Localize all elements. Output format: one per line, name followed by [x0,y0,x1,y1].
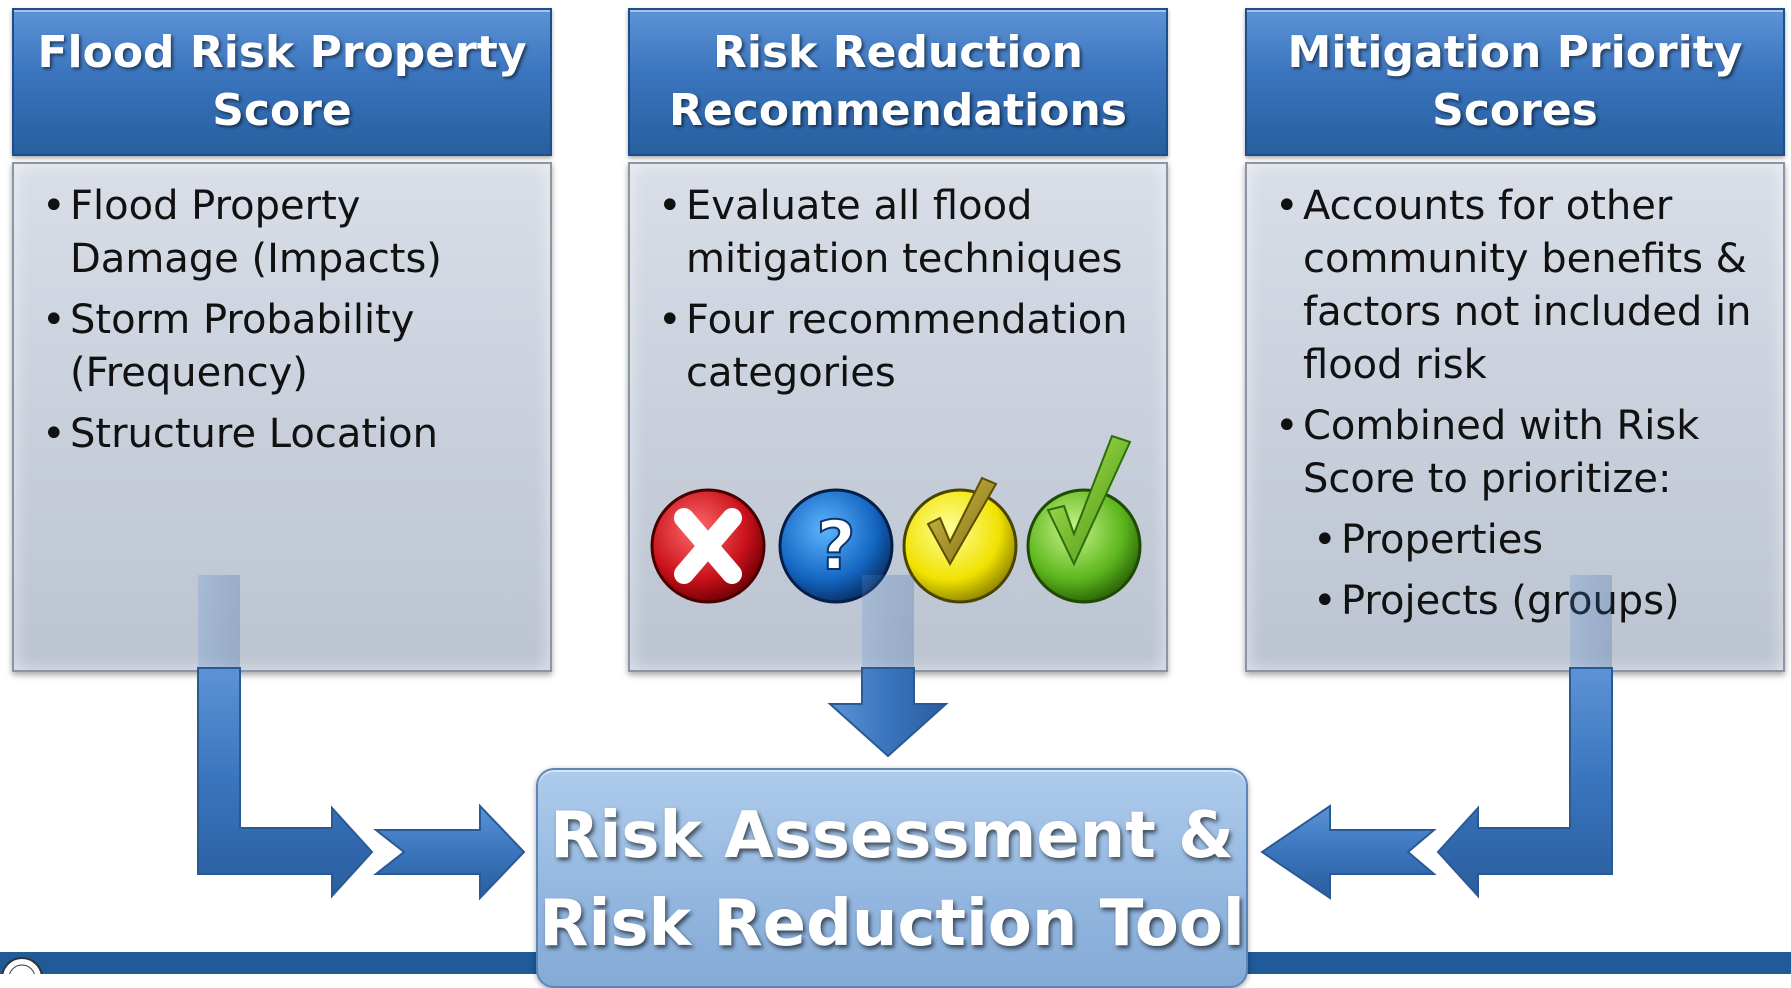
yellow-check-icon [902,476,1018,604]
x-icon [650,488,766,604]
title-mitigation-priority: Mitigation Priority Scores [1287,27,1743,136]
bullet-community-benefits: Accounts for other community benefits & … [1271,180,1765,392]
bullet-four-categories: Four recommendation categories [654,294,1148,400]
column-mitigation-priority: Mitigation Priority Scores Accounts for … [1245,8,1785,672]
header-risk-reduction: Risk Reduction Recommendations [628,8,1168,156]
bullet-structure-location: Structure Location [38,408,532,461]
title-flood-risk: Flood Risk Property Score [37,27,527,136]
bullet-storm-probability: Storm Probability (Frequency) [38,294,532,400]
bullet-flood-damage: Flood Property Damage (Impacts) [38,180,532,286]
column-flood-risk: Flood Risk Property Score Flood Property… [12,8,552,672]
left-elbow-arrow [197,575,374,899]
right-elbow-arrow [1436,575,1613,899]
sub-bullet-projects: Projects (groups) [1271,575,1765,628]
risk-tool-box: Risk Assessment & Risk Reduction Tool [536,768,1248,988]
center-down-arrow [827,575,949,758]
title-risk-reduction: Risk Reduction Recommendations [669,27,1127,136]
bullet-combined-risk-score: Combined with Risk Score to prioritize: [1271,400,1765,506]
county-seal-logo [0,952,44,974]
header-flood-risk: Flood Risk Property Score [12,8,552,156]
sub-bullet-properties: Properties [1271,514,1765,567]
recommendation-icons: ? [650,434,1142,604]
question-icon: ? [778,488,894,604]
tool-title-line1: Risk Assessment & [550,799,1234,873]
green-check-icon [1026,434,1142,604]
tool-title-line2: Risk Reduction Tool [539,887,1245,961]
panel-flood-risk: Flood Property Damage (Impacts) Storm Pr… [12,162,552,672]
right-short-arrow [1260,804,1437,900]
header-mitigation-priority: Mitigation Priority Scores [1245,8,1785,156]
svg-text:?: ? [816,507,855,586]
left-short-arrow [373,803,526,901]
bullet-evaluate-techniques: Evaluate all flood mitigation techniques [654,180,1148,286]
panel-mitigation-priority: Accounts for other community benefits & … [1245,162,1785,672]
